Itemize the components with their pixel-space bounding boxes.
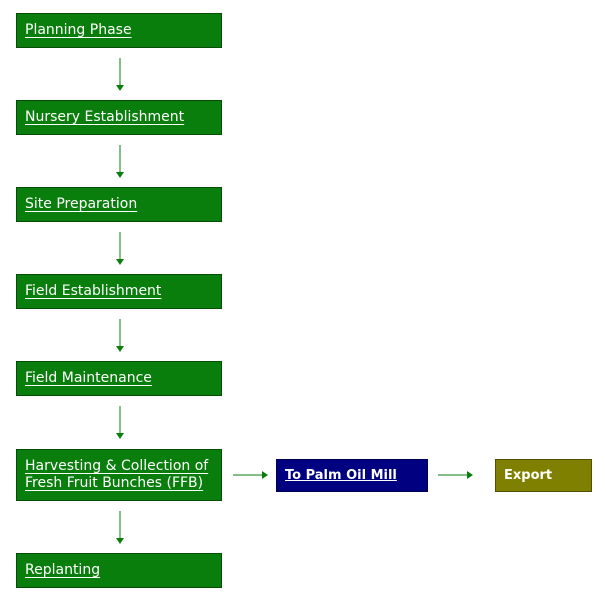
step-label: Harvesting & Collection of Fresh Fruit B…: [25, 458, 209, 491]
step-field-establishment: Field Establishment: [16, 274, 222, 309]
step-nursery-establishment: Nursery Establishment: [16, 100, 222, 135]
step-label: Field Maintenance: [25, 370, 152, 386]
export-box: Export: [495, 459, 592, 492]
arrow-right-to-export: [438, 470, 474, 480]
step-label: Nursery Establishment: [25, 109, 185, 125]
arrow-down-5: [116, 406, 124, 440]
step-replanting: Replanting: [16, 553, 222, 588]
step-label: Planning Phase: [25, 22, 132, 38]
arrow-right-to-mill: [233, 470, 269, 480]
export-label: Export: [504, 468, 553, 483]
arrow-down-4: [116, 319, 124, 353]
step-planning-phase: Planning Phase: [16, 13, 222, 48]
arrow-down-6: [116, 511, 124, 545]
to-palm-oil-mill-link[interactable]: To Palm Oil Mill: [276, 459, 428, 492]
step-label: Site Preparation: [25, 196, 138, 212]
arrow-down-2: [116, 145, 124, 179]
arrow-down-1: [116, 58, 124, 92]
step-field-maintenance: Field Maintenance: [16, 361, 222, 396]
arrow-down-3: [116, 232, 124, 266]
step-site-preparation: Site Preparation: [16, 187, 222, 222]
mill-label: To Palm Oil Mill: [285, 468, 397, 483]
step-harvesting-collection: Harvesting & Collection of Fresh Fruit B…: [16, 449, 222, 501]
step-label: Field Establishment: [25, 283, 162, 299]
step-label: Replanting: [25, 562, 101, 578]
